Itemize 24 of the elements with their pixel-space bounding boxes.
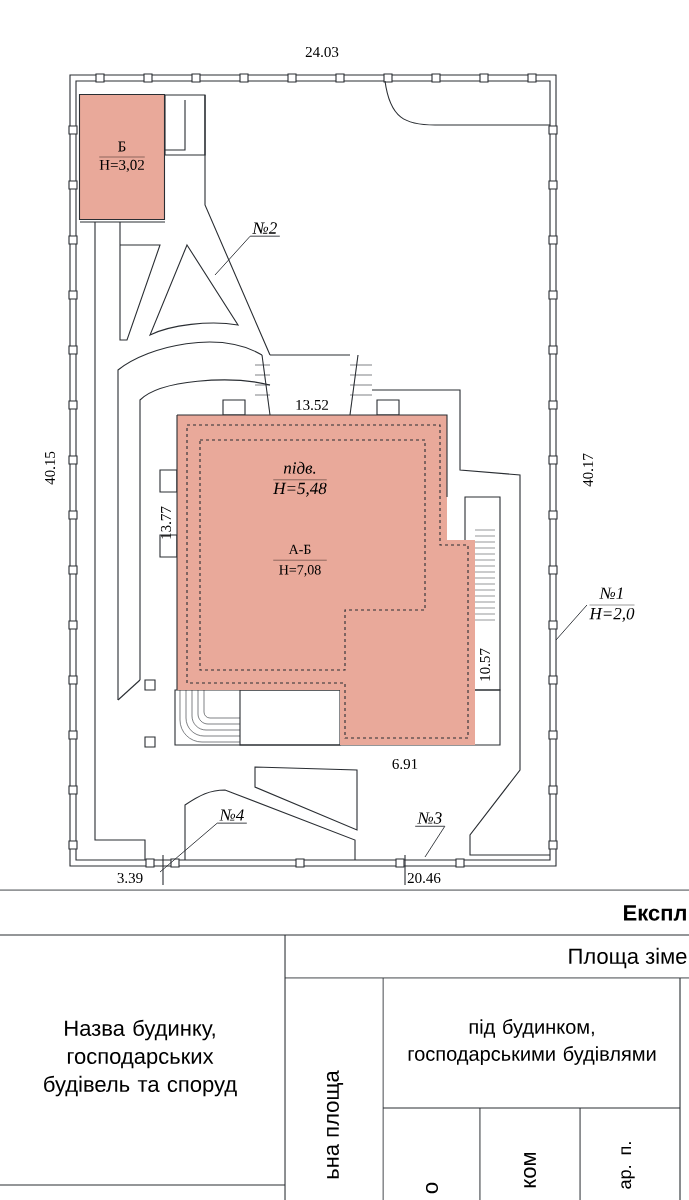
table-heading: ком xyxy=(523,1152,537,1188)
dimension-label: 3.39 xyxy=(117,872,143,884)
dimension-label: 40.17 xyxy=(582,453,594,487)
callout-label: №4 xyxy=(216,809,248,824)
table-heading: під будинком, господарськими будівлями xyxy=(408,1019,656,1065)
callout-label: №3 xyxy=(414,812,446,827)
dimension-label: 24.03 xyxy=(305,46,339,58)
table-heading: ар. п. xyxy=(621,1142,635,1189)
leader-line xyxy=(159,822,218,873)
leader-line xyxy=(214,235,251,276)
callout-label: №2 xyxy=(249,222,281,237)
dimension-label: 6.91 xyxy=(392,758,418,770)
leader-line xyxy=(424,825,446,858)
outbuilding-box: Б H=3,02 xyxy=(78,93,166,221)
dimension-label: 40.15 xyxy=(44,451,56,485)
building-footprint: підв. H=5,48 А-Б H=7,08 xyxy=(176,414,475,745)
dimension-label: 20.46 xyxy=(407,872,441,884)
leader-line xyxy=(555,604,588,641)
table-heading: Назва будинку, господарських будівель та споруд xyxy=(44,1019,237,1097)
table-heading: ьна площа xyxy=(326,1070,344,1179)
callout-label: №1 H=2,0 xyxy=(589,587,635,622)
table-heading: Експл xyxy=(624,905,686,921)
table-heading: Площа зіме xyxy=(569,947,687,969)
table-heading: о xyxy=(425,1182,439,1194)
